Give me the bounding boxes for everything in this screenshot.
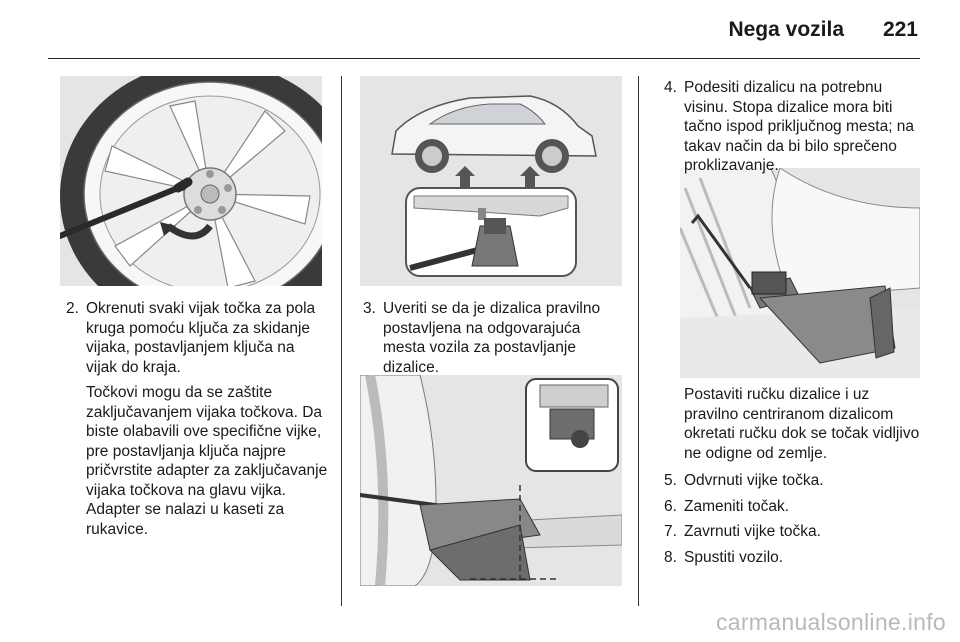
step-3: 3. Uveriti se da je dizalica pravilno po…	[363, 299, 625, 377]
column-divider-2	[638, 76, 639, 606]
step-number: 3.	[363, 300, 376, 317]
jack-crank-illustration	[680, 168, 920, 378]
wheel-wrench-drawing	[60, 76, 322, 286]
step-text: Odvrnuti vijke točka.	[684, 472, 824, 489]
wheel-lock-note: Točkovi mogu da se zaštite zaključavanje…	[86, 384, 328, 538]
column3-bottom-text: Postaviti ručku dizalice i uz pravilno c…	[664, 385, 926, 573]
step-number: 7.	[664, 523, 677, 540]
car-jack-drawing	[360, 76, 622, 286]
step-text: Zameniti točak.	[684, 497, 790, 515]
column2-text: 3. Uveriti se da je dizalica pravilno po…	[363, 299, 625, 377]
step-8: 8. Spustiti vozilo.	[664, 548, 926, 568]
page-number: 221	[882, 18, 918, 41]
step-number: 6.	[664, 497, 677, 515]
step-text: Zavrnuti vijke točka.	[684, 523, 821, 540]
step-text: Okrenuti svaki vijak točka za pola kruga…	[86, 300, 316, 376]
step-4: 4. Podesiti dizalicu na potrebnu visinu.…	[664, 78, 926, 176]
jack-positioning-illustration	[360, 375, 622, 586]
step-text: Podesiti dizalicu na potrebnu visinu. St…	[684, 79, 915, 174]
step-number: 8.	[664, 548, 677, 566]
steps-list: 5. Odvrnuti vijke točka. 6. Zameniti toč…	[664, 471, 926, 567]
step-number: 2.	[66, 300, 79, 317]
watermark: carmanualsonline.info	[715, 609, 946, 635]
column1-text: 2. Okrenuti svaki vijak točka za pola kr…	[66, 299, 328, 539]
page-title: Nega vozila	[728, 18, 844, 41]
jack-crank-drawing	[680, 168, 920, 378]
step-7: 7. Zavrnuti vijke točka.	[664, 522, 926, 542]
step-6: 6. Zameniti točak.	[664, 497, 926, 517]
step-2: 2. Okrenuti svaki vijak točka za pola kr…	[66, 299, 328, 377]
step-text: Spustiti vozilo.	[684, 548, 784, 566]
header-rule	[48, 58, 920, 59]
step-text: Uveriti se da je dizalica pravilno posta…	[383, 300, 601, 376]
wheel-wrench-illustration	[60, 76, 322, 286]
car-jacking-points-illustration	[360, 76, 622, 286]
column-divider-1	[341, 76, 342, 606]
jack-position-drawing	[360, 375, 622, 586]
step-number: 4.	[664, 79, 677, 96]
column3-top-text: 4. Podesiti dizalicu na potrebnu visinu.…	[664, 78, 926, 176]
step-number: 5.	[664, 472, 677, 489]
crank-note: Postaviti ručku dizalice i uz pravilno c…	[684, 386, 920, 462]
step-5: 5. Odvrnuti vijke točka.	[664, 471, 926, 491]
